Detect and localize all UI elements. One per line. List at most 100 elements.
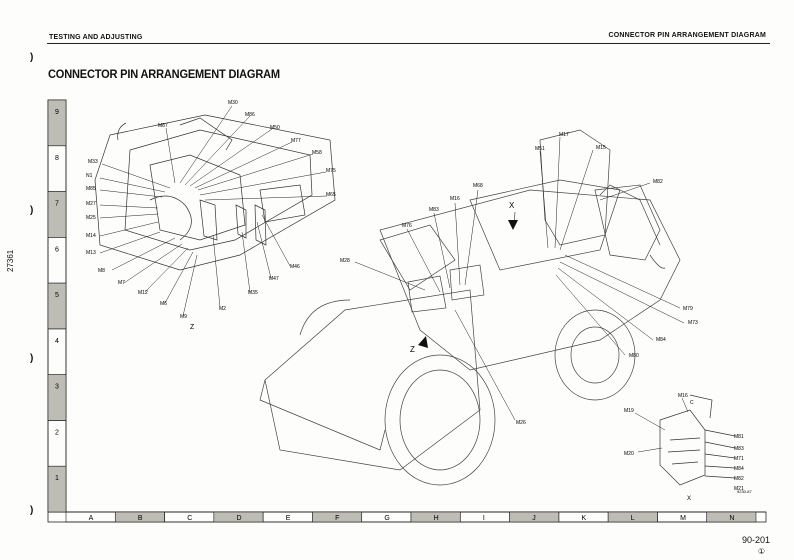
view-arrows bbox=[418, 220, 518, 348]
binding-mark-1: ) bbox=[30, 52, 34, 63]
connector-label: M75 bbox=[326, 168, 336, 174]
grid-row-label: 2 bbox=[55, 429, 59, 436]
connector-label: M19 bbox=[624, 408, 634, 414]
connector-label: M9 bbox=[180, 314, 187, 320]
page-title: CONNECTOR PIN ARRANGEMENT DIAGRAM bbox=[48, 67, 280, 81]
grid-column-label: A bbox=[89, 515, 94, 522]
grid-column-label: E bbox=[286, 515, 291, 522]
grid-column-label: D bbox=[237, 515, 242, 522]
header-rule bbox=[47, 43, 770, 44]
connector-label: M77 bbox=[291, 138, 301, 144]
header-section: TESTING AND ADJUSTING bbox=[49, 34, 143, 41]
view-z-label: Z bbox=[190, 324, 195, 331]
connector-label: M84 bbox=[656, 337, 666, 343]
connector-label: M50 bbox=[270, 125, 280, 131]
connector-label: M83 bbox=[429, 207, 439, 213]
roller-machine-drawing bbox=[259, 129, 681, 486]
grid-row-cell bbox=[47, 465, 67, 513]
detail-leader-lines bbox=[634, 397, 689, 453]
connector-label: M14 bbox=[86, 233, 96, 239]
connector-label: M20 bbox=[624, 451, 634, 457]
binding-mark-3: ) bbox=[30, 353, 34, 364]
connector-label: M2 bbox=[219, 306, 226, 312]
connector-label: M79 bbox=[683, 306, 693, 312]
connector-label: M15 bbox=[596, 145, 606, 151]
connector-label: M73 bbox=[688, 320, 698, 326]
grid-column-label: N bbox=[729, 515, 734, 522]
grid-row-label: 1 bbox=[55, 475, 59, 482]
grid-column-label: M bbox=[680, 515, 686, 522]
grid-row-cell bbox=[47, 328, 67, 375]
grid-column-label: B bbox=[138, 515, 143, 522]
grid-row-cell bbox=[47, 145, 67, 192]
grid-row-label: 3 bbox=[55, 384, 59, 391]
connector-label: N1 bbox=[86, 173, 93, 179]
connector-label: M68 bbox=[473, 183, 483, 189]
connector-label: M8 bbox=[98, 268, 105, 274]
grid-column-cell bbox=[706, 511, 757, 523]
grid-row-label: 5 bbox=[55, 292, 59, 299]
connector-label: M35 bbox=[248, 290, 258, 296]
grid-row-label: 7 bbox=[55, 201, 59, 208]
revision-mark: ① bbox=[757, 547, 765, 556]
grid-row-label: 4 bbox=[55, 338, 59, 345]
view-z-arrow-label: Z bbox=[410, 345, 415, 354]
connector-label: M82 bbox=[653, 179, 663, 185]
left-connector-labels: M30M87M86M50M77M33M58N1M75M85M65M27M25M1… bbox=[86, 100, 336, 320]
grid-column-label: H bbox=[434, 515, 439, 522]
grid-column-label: C bbox=[187, 515, 192, 522]
connector-label: M16 bbox=[678, 393, 688, 399]
grid-row-label: 8 bbox=[55, 155, 59, 162]
mid-leader-lines bbox=[354, 189, 516, 421]
grid-row-label: 9 bbox=[55, 109, 59, 116]
connector-label: M28 bbox=[340, 258, 350, 264]
connector-label: M65 bbox=[326, 192, 336, 198]
binding-mark-4: ) bbox=[30, 505, 34, 516]
connector-label: M83 bbox=[734, 446, 744, 452]
connector-label: M84 bbox=[734, 466, 744, 472]
detail-view-x-drawing bbox=[659, 394, 736, 486]
connector-label: M58 bbox=[312, 150, 322, 156]
connector-label: M13 bbox=[86, 250, 96, 256]
connector-label: M25 bbox=[86, 215, 96, 221]
grid-column-label: K bbox=[582, 515, 587, 522]
connector-label: M46 bbox=[290, 264, 300, 270]
grid-row-cell bbox=[47, 99, 67, 147]
connector-label: M86 bbox=[245, 112, 255, 118]
connector-label: M30 bbox=[228, 100, 238, 106]
grid-row-cell bbox=[47, 374, 67, 421]
connector-label: M17 bbox=[559, 132, 569, 138]
figure-code: 9230-87 bbox=[737, 489, 752, 494]
connector-label: M16 bbox=[450, 196, 460, 202]
connector-label: M85 bbox=[86, 186, 96, 192]
connector-label: M21 bbox=[734, 486, 744, 492]
header-topic: CONNECTOR PIN ARRANGEMENT DIAGRAM bbox=[608, 32, 766, 39]
detail-view-x-label: X bbox=[687, 496, 691, 502]
connector-label: M81 bbox=[734, 434, 744, 440]
connector-label: M27 bbox=[86, 201, 96, 207]
connector-label: M12 bbox=[138, 290, 148, 296]
page-number: 90-201 bbox=[741, 535, 770, 545]
grid-column-label: F bbox=[335, 515, 339, 522]
connector-label: M80 bbox=[629, 353, 639, 359]
left-leader-lines bbox=[99, 105, 328, 317]
connector-label: M71 bbox=[734, 456, 744, 462]
grid-column-label: J bbox=[532, 515, 536, 522]
connector-label: M33 bbox=[88, 159, 98, 165]
dash-console-drawing bbox=[94, 114, 336, 271]
grid-column-label: G bbox=[384, 515, 389, 522]
grid-row-cell bbox=[47, 237, 67, 284]
grid-row-cell bbox=[47, 420, 67, 467]
grid-row-cell bbox=[47, 282, 67, 330]
connector-label: C bbox=[690, 400, 694, 406]
view-x-arrow-label: X bbox=[509, 201, 515, 210]
connector-label: M76 bbox=[402, 223, 412, 229]
connector-label: M26 bbox=[516, 420, 526, 426]
grid-row-cell bbox=[47, 191, 67, 238]
grid-column-cell bbox=[459, 511, 510, 523]
